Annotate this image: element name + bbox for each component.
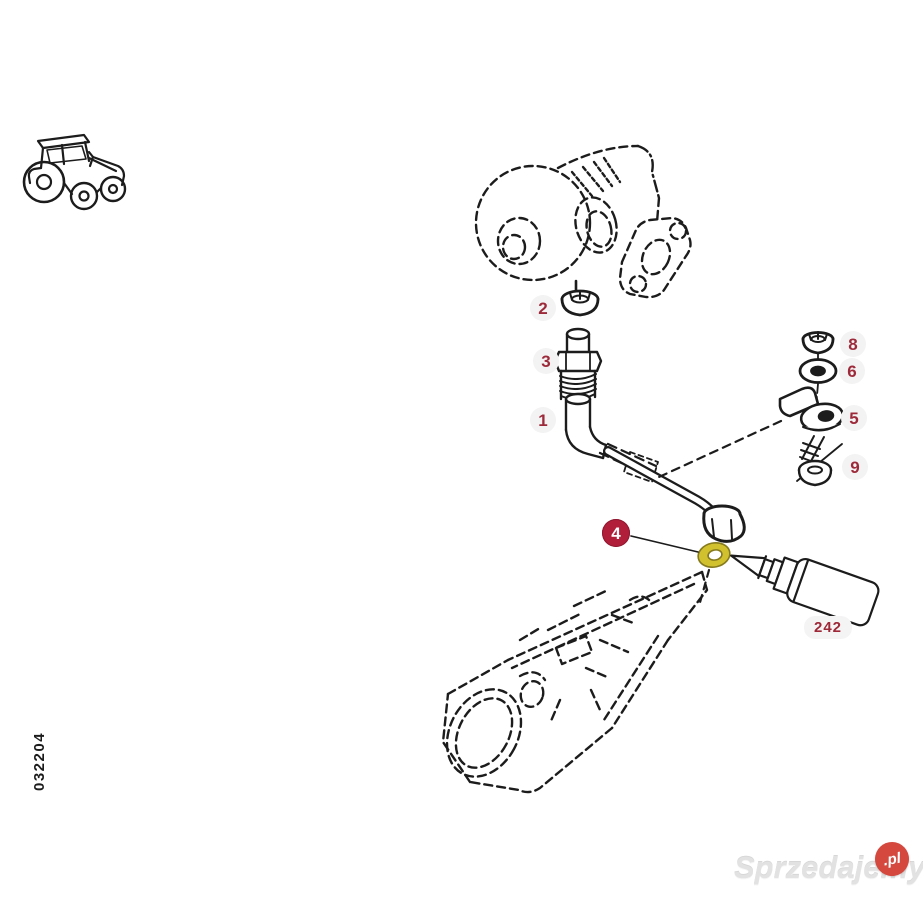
washer-part-6-drawing bbox=[798, 358, 838, 384]
callout4-leader-line bbox=[630, 535, 699, 553]
clamp-position-marker bbox=[623, 451, 659, 483]
tractor-thumbnail-icon bbox=[22, 133, 127, 211]
oil-pipe-drawing bbox=[603, 446, 724, 530]
callout-2[interactable]: 2 bbox=[530, 295, 556, 321]
pipe-end-nut-drawing bbox=[702, 504, 746, 543]
callout-9[interactable]: 9 bbox=[842, 454, 868, 480]
o-ring-highlight bbox=[697, 541, 731, 569]
callout-4[interactable]: 4 bbox=[602, 519, 630, 547]
site-watermark: Sprzedajemy .pl bbox=[728, 838, 923, 894]
callout-8[interactable]: 8 bbox=[840, 331, 866, 357]
nut-part-8-drawing bbox=[801, 331, 835, 355]
turbocharger-drawing bbox=[474, 144, 692, 299]
drawing-code: 032204 bbox=[31, 731, 48, 791]
callout-1[interactable]: 1 bbox=[530, 407, 556, 433]
callout-5[interactable]: 5 bbox=[841, 405, 867, 431]
callout5-leader-dash bbox=[657, 419, 783, 479]
engine-block-drawing bbox=[441, 570, 709, 794]
elbow-tube-part-1-drawing bbox=[564, 392, 608, 460]
callout-3[interactable]: 3 bbox=[533, 348, 559, 374]
bolt-part-9-drawing bbox=[796, 435, 843, 487]
fitting-part-3-drawing bbox=[553, 327, 603, 401]
nut-part-2-drawing bbox=[560, 289, 600, 317]
sealant-tube-drawing bbox=[730, 554, 880, 627]
clamp-part-5-drawing bbox=[778, 386, 845, 432]
callout-6[interactable]: 6 bbox=[839, 358, 865, 384]
sealant-ref-label: 242 bbox=[804, 616, 853, 639]
